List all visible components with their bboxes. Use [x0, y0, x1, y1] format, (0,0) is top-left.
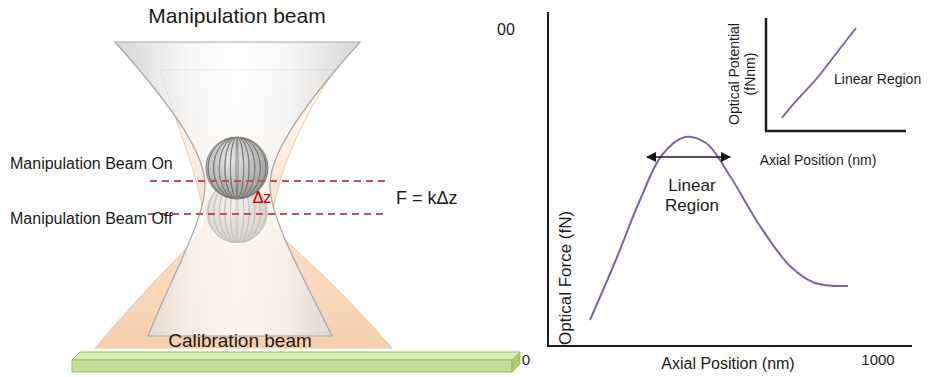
chart-axes — [547, 12, 912, 346]
axis-title: Optical Potential (fNnm) — [726, 13, 758, 135]
off-line — [148, 213, 384, 215]
linear-region-arrow — [647, 156, 730, 158]
equation-label: F = kΔz — [396, 188, 458, 209]
sphere-stripe — [219, 137, 255, 199]
beam-label: Manipulation beam — [148, 4, 325, 28]
axis-title: Optical Force (fN) — [556, 155, 576, 345]
coverslip — [72, 352, 520, 372]
beam-label: Calibration beam — [168, 330, 312, 352]
manipulation-beam — [115, 42, 360, 336]
sphere-stripe — [236, 137, 238, 199]
axis-tick: 0 — [522, 351, 530, 368]
state-label: Manipulation Beam On — [10, 155, 173, 173]
sphere-stripe — [225, 137, 249, 199]
state-label: Manipulation Beam Off — [10, 210, 172, 228]
region-label: Linear Region — [832, 71, 923, 87]
axis-tick: 1000 — [861, 351, 894, 368]
region-label: Linear Region — [652, 176, 732, 215]
axis-tick: 00 — [497, 21, 527, 39]
axis-title: Axial Position (nm) — [608, 355, 848, 373]
sphere-stripe — [225, 137, 249, 199]
sphere-stripe — [219, 137, 255, 199]
sphere-stripe — [230, 137, 243, 199]
displacement-label: Δz — [253, 189, 272, 207]
on-line — [150, 180, 388, 182]
axis-title: Axial Position (nm) — [759, 152, 877, 168]
sphere-stripe — [230, 137, 243, 199]
